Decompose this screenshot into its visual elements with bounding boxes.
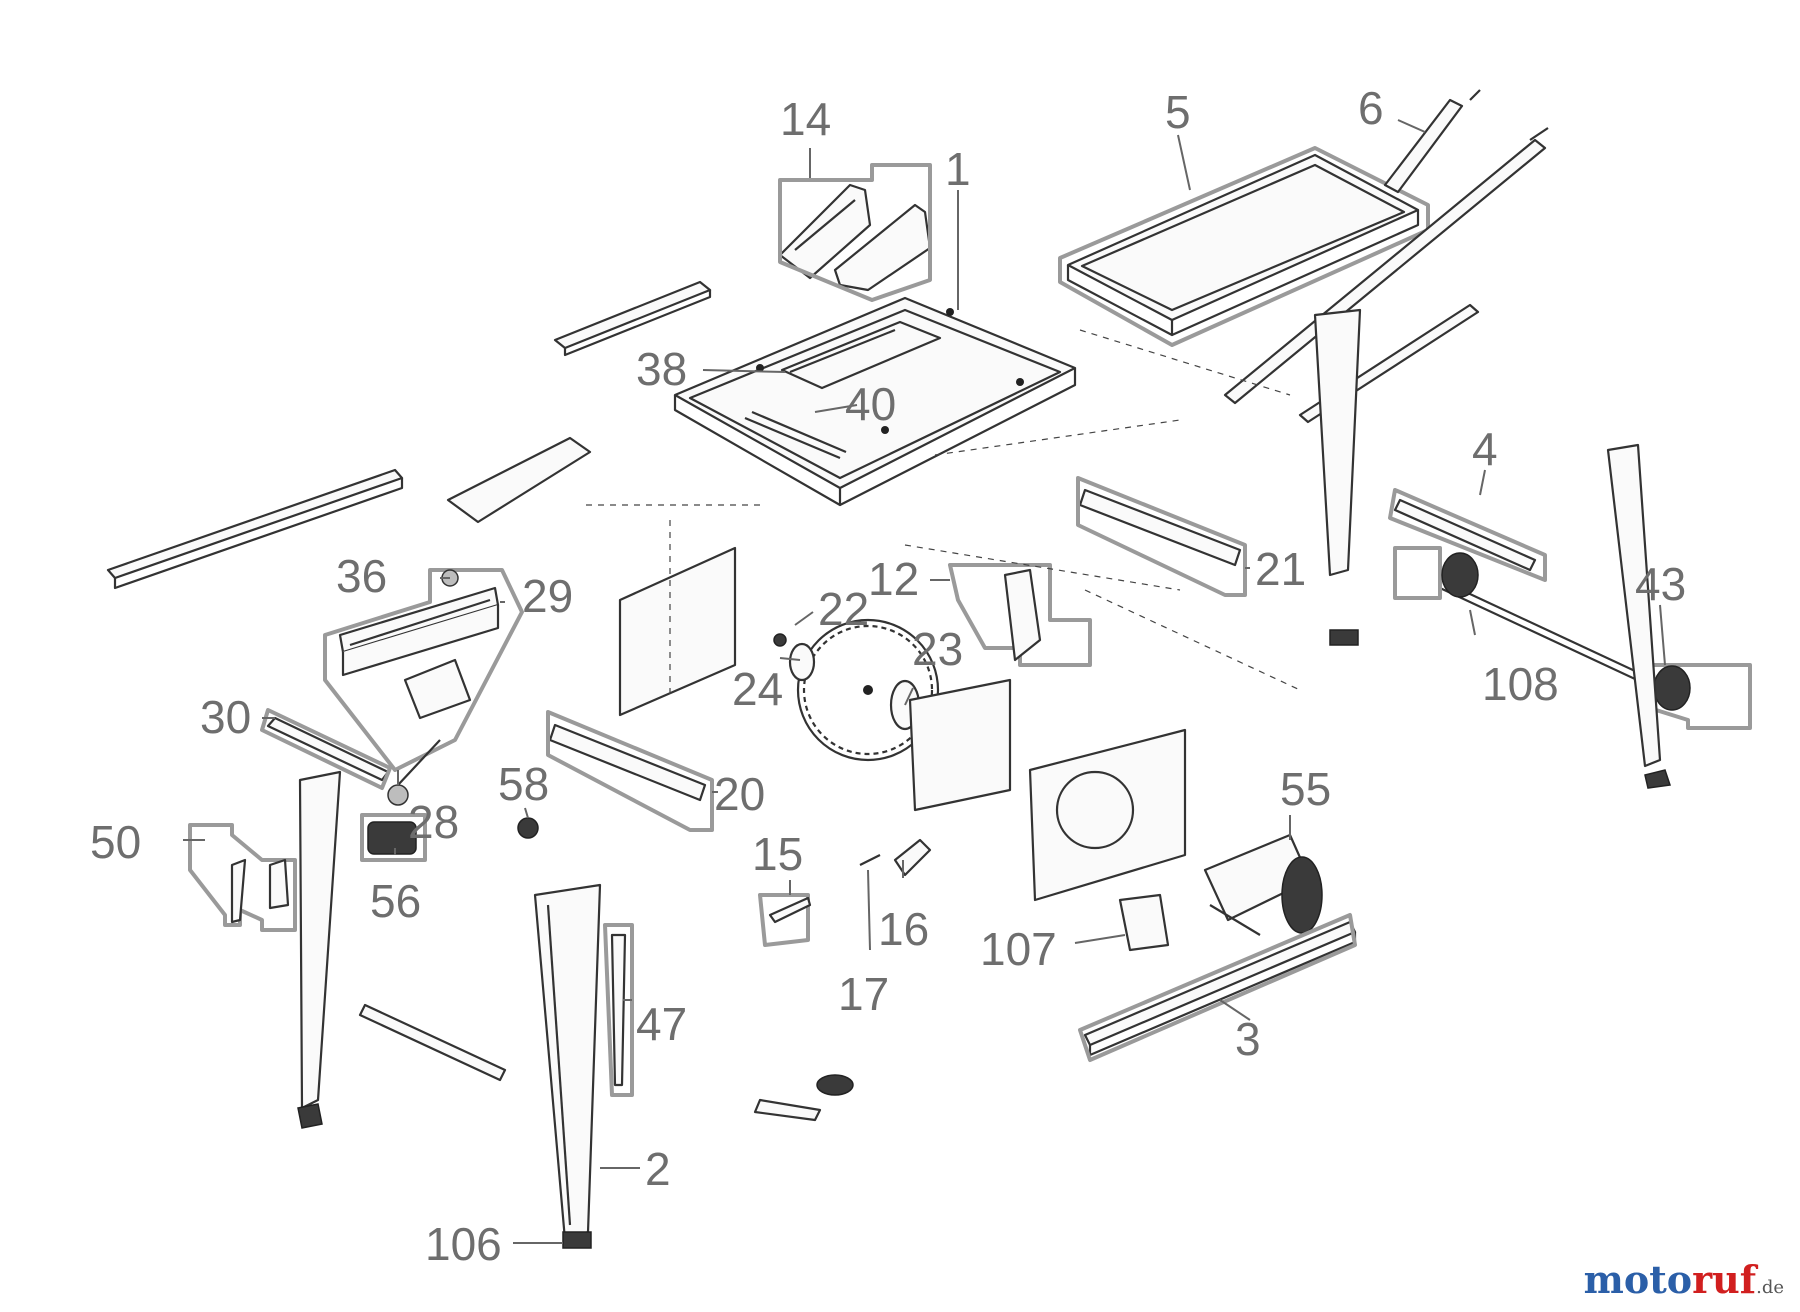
part-label: 2 <box>645 1143 671 1195</box>
motoruf-watermark: motoruf.de <box>1584 1257 1784 1302</box>
part-12-plate <box>948 563 1092 667</box>
part-24-flange <box>788 642 816 682</box>
fence-rail-left <box>106 468 404 590</box>
part-2-leg <box>533 883 602 1249</box>
part-label: 29 <box>522 570 573 622</box>
part-label: 36 <box>336 550 387 602</box>
part-43-wheel <box>1393 546 1752 730</box>
part-58-knob <box>517 817 539 839</box>
leg-rear-right <box>1606 443 1671 789</box>
part-3-rail <box>1078 913 1357 1062</box>
assembly-guide-lines <box>580 329 1301 700</box>
part-15-handwheel-crank <box>758 893 812 947</box>
part-label: 107 <box>980 923 1057 975</box>
leader-lines <box>183 119 1666 1244</box>
watermark-tld: .de <box>1756 1277 1784 1298</box>
part-29-rip-fence <box>323 568 524 772</box>
part-label: 4 <box>1472 423 1498 475</box>
part-label: 24 <box>732 663 783 715</box>
part-label: 22 <box>818 583 869 635</box>
part-label: 43 <box>1635 558 1686 610</box>
fence-rail-top-left <box>553 280 712 357</box>
part-label: 17 <box>838 968 889 1020</box>
part-labels: 1 2 3 4 5 6 12 14 15 16 17 20 21 22 23 2… <box>90 82 1686 1270</box>
part-1-table-top <box>673 296 1077 507</box>
part-label: 58 <box>498 758 549 810</box>
part-label: 40 <box>845 378 896 430</box>
part-label: 1 <box>945 143 971 195</box>
part-label: 30 <box>200 691 251 743</box>
part-label: 14 <box>780 93 831 145</box>
wheel-axle <box>753 1074 854 1122</box>
part-50-bracket <box>188 823 297 932</box>
part-label: 108 <box>1482 658 1559 710</box>
leg-rear-center <box>1313 308 1362 646</box>
part-label: 55 <box>1280 763 1331 815</box>
part-108-axle <box>1439 579 1666 694</box>
part-17-shaft <box>859 854 881 866</box>
part-28-knob <box>387 739 441 806</box>
part-55-motor <box>1203 833 1323 936</box>
part-label: 20 <box>714 768 765 820</box>
part-label: 21 <box>1255 543 1306 595</box>
part-30-rail <box>260 708 392 790</box>
part-22-nut <box>773 633 787 647</box>
part-label: 15 <box>752 828 803 880</box>
part-47-brace <box>603 923 634 1097</box>
part-14-blade-guard <box>778 163 932 302</box>
motor-carriage <box>908 678 1187 902</box>
part-56-switch <box>360 813 427 862</box>
part-label: 50 <box>90 816 141 868</box>
watermark-brand-prefix: moto <box>1583 1257 1693 1302</box>
part-label: 5 <box>1165 86 1191 138</box>
part-4-bracket <box>1388 488 1547 582</box>
part-20-bracket <box>546 710 714 832</box>
watermark-brand-accent: ruf <box>1692 1257 1757 1302</box>
part-label: 23 <box>912 623 963 675</box>
leg-front-left <box>297 770 342 1129</box>
lower-crossbar <box>358 1003 507 1082</box>
part-label: 6 <box>1358 82 1384 134</box>
part-label: 28 <box>408 796 459 848</box>
part-label: 16 <box>878 903 929 955</box>
saw-blade <box>796 618 940 762</box>
part-label: 3 <box>1235 1013 1261 1065</box>
part-label: 56 <box>370 875 421 927</box>
part-label: 38 <box>636 343 687 395</box>
part-21-bracket <box>1076 476 1247 597</box>
part-16-bracket <box>893 838 932 877</box>
part-107-dust-port <box>1118 893 1170 952</box>
part-label: 106 <box>425 1218 502 1270</box>
part-label: 47 <box>636 998 687 1050</box>
part-label: 12 <box>868 553 919 605</box>
part-5-extension-table <box>1058 146 1430 347</box>
cover-plate <box>446 436 737 717</box>
